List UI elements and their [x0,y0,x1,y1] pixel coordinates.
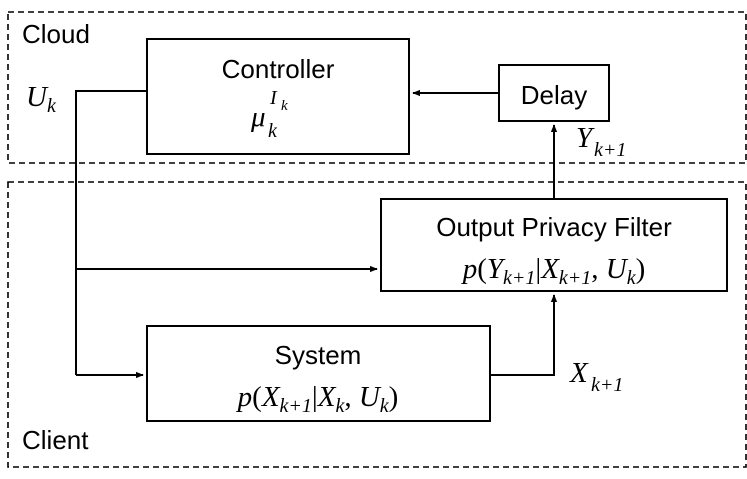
controller-mu-superscript: I [269,87,278,109]
controller-mu-subscript: k [268,120,278,142]
controller-title: Controller [222,54,335,84]
client-region [7,181,747,468]
svg-text:k+1: k+1 [594,139,626,161]
state-to-filter-arrow [490,294,558,376]
svg-text:U: U [26,81,49,113]
delay-block [498,64,610,122]
system-title: System [275,340,362,370]
client-label: Client [22,425,89,455]
svg-text:k+1: k+1 [591,374,623,396]
cloud-label: Cloud [22,19,90,49]
state-signal-label: X k+1 [569,357,623,396]
controller-block [146,38,410,155]
controller-mu-symbol: μ [250,101,266,133]
system-block [146,325,491,422]
control-signal-label: U k [26,81,57,117]
output-signal-label: Y k+1 [576,122,626,161]
output-privacy-filter-block [380,198,728,292]
control-signal-wire [75,90,147,375]
cloud-region [7,11,747,164]
filter-distribution-math: p(Yk+1|Xk+1, Uk) [461,253,646,289]
controller-policy-math: μ k I k [250,87,288,142]
controller-mu-superscript-sub: k [281,98,288,114]
filter-title: Output Privacy Filter [436,212,672,242]
svg-text:X: X [569,357,589,389]
svg-text:Y: Y [576,122,595,154]
svg-text:k: k [47,95,57,117]
system-distribution-math: p(Xk+1|Xk, Uk) [236,381,399,417]
delay-title: Delay [521,80,587,110]
